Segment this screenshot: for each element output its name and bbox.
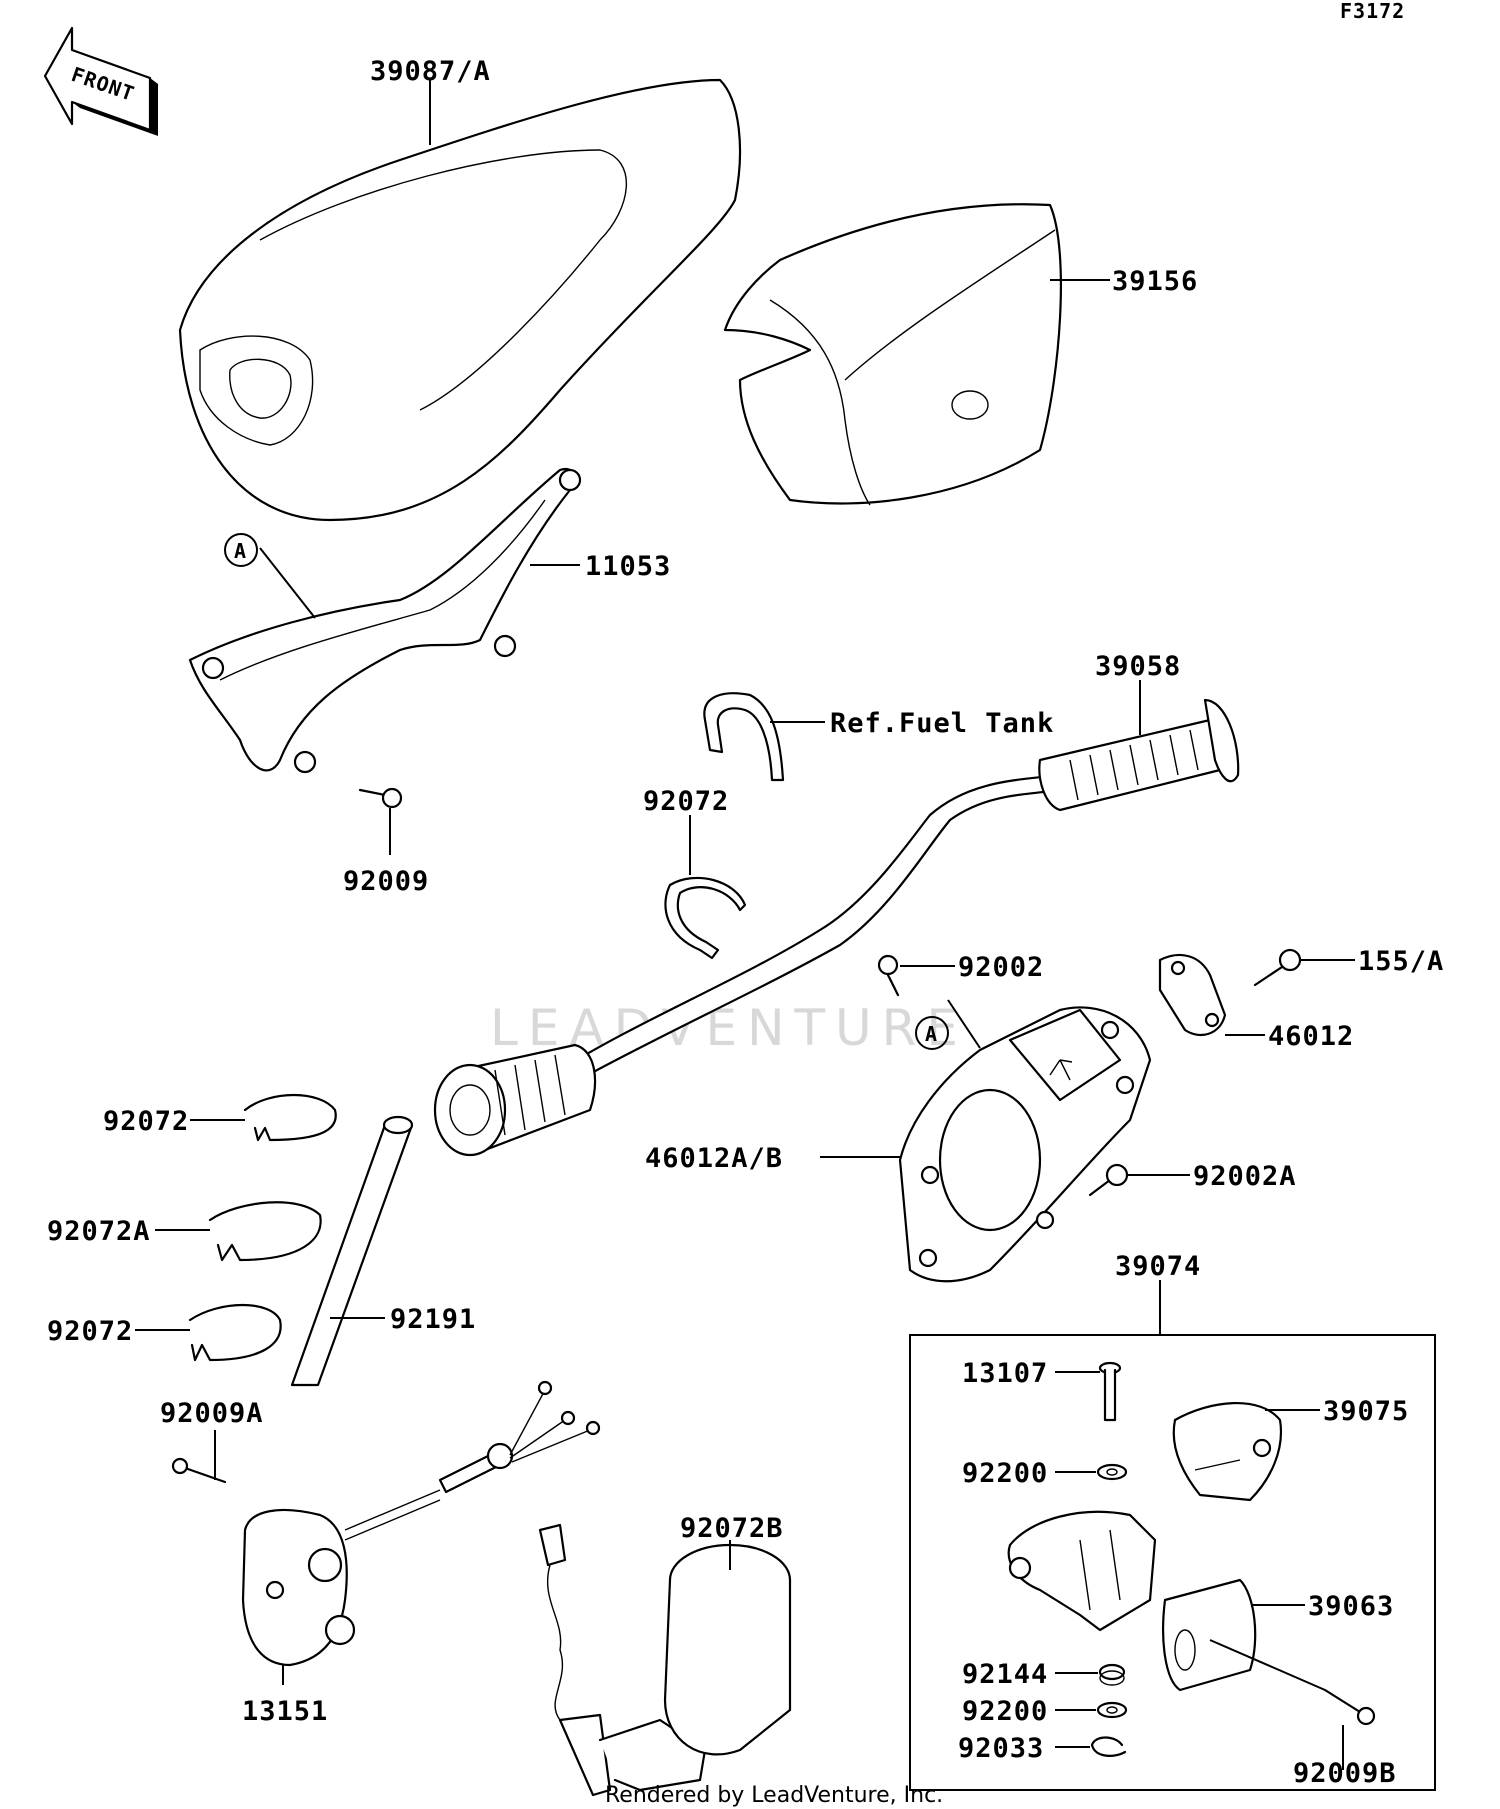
clamp-46012[interactable] bbox=[1158, 953, 1227, 1037]
label-39063[interactable]: 39063 bbox=[1308, 1591, 1394, 1622]
washer-92200-top[interactable] bbox=[1096, 1463, 1128, 1481]
pin-13107[interactable] bbox=[1098, 1361, 1122, 1422]
handlebar-39058[interactable] bbox=[433, 698, 1240, 1157]
circlip-92033[interactable] bbox=[1090, 1736, 1127, 1757]
label-13151[interactable]: 13151 bbox=[242, 1696, 328, 1727]
switch-13151[interactable] bbox=[241, 1380, 601, 1667]
label-39058[interactable]: 39058 bbox=[1095, 651, 1181, 682]
label-92009A[interactable]: 92009A bbox=[160, 1398, 264, 1429]
band-92072-left1[interactable] bbox=[243, 1094, 337, 1142]
assembly-box-39074 bbox=[909, 1280, 1436, 1791]
washer-92200-bottom[interactable] bbox=[1096, 1701, 1128, 1719]
band-92072-left2[interactable] bbox=[188, 1304, 282, 1362]
label-92072A[interactable]: 92072A bbox=[47, 1216, 151, 1247]
bolt-92002[interactable] bbox=[877, 954, 900, 997]
label-92072-left2[interactable]: 92072 bbox=[47, 1316, 133, 1347]
label-92200-bottom[interactable]: 92200 bbox=[962, 1696, 1048, 1727]
label-92072-top[interactable]: 92072 bbox=[643, 786, 729, 817]
label-92191[interactable]: 92191 bbox=[390, 1304, 476, 1335]
ref-fuel-tank-note: Ref.Fuel Tank bbox=[830, 708, 1054, 739]
ref-fuel-hose bbox=[703, 692, 785, 782]
label-11053[interactable]: 11053 bbox=[585, 551, 671, 582]
cover-39156[interactable] bbox=[723, 203, 1062, 506]
label-39087A[interactable]: 39087/A bbox=[370, 56, 491, 87]
bolt-92002A[interactable] bbox=[1088, 1163, 1129, 1197]
label-92009B[interactable]: 92009B bbox=[1293, 1758, 1397, 1789]
label-92009[interactable]: 92009 bbox=[343, 866, 429, 897]
band-92072-top[interactable] bbox=[664, 876, 747, 960]
seat-39087A[interactable] bbox=[178, 78, 742, 522]
label-92033[interactable]: 92033 bbox=[958, 1733, 1044, 1764]
label-46012[interactable]: 46012 bbox=[1268, 1021, 1354, 1052]
callout-A-top: A bbox=[234, 539, 247, 563]
callout-A-right: A bbox=[925, 1022, 938, 1046]
cover-39063[interactable] bbox=[1162, 1578, 1257, 1692]
label-92002A[interactable]: 92002A bbox=[1193, 1161, 1297, 1192]
footer-credit: Rendered by LeadVenture, Inc. bbox=[605, 1783, 943, 1808]
label-46012AB[interactable]: 46012A/B bbox=[645, 1143, 783, 1174]
label-92072-left1[interactable]: 92072 bbox=[103, 1106, 189, 1137]
lanyard-92072B[interactable] bbox=[538, 1523, 792, 1797]
bolt-92009A[interactable] bbox=[171, 1457, 227, 1484]
lever-39075[interactable] bbox=[1172, 1402, 1283, 1502]
label-92072B[interactable]: 92072B bbox=[680, 1513, 784, 1544]
label-92144[interactable]: 92144 bbox=[962, 1659, 1048, 1690]
label-155A[interactable]: 155/A bbox=[1358, 946, 1444, 977]
front-arrow-icon: FRONT bbox=[43, 26, 158, 136]
label-39156[interactable]: 39156 bbox=[1112, 266, 1198, 297]
label-92002[interactable]: 92002 bbox=[958, 952, 1044, 983]
bolt-92009[interactable] bbox=[358, 787, 403, 809]
tube-92191[interactable] bbox=[290, 1115, 414, 1387]
spring-92144[interactable] bbox=[1098, 1663, 1126, 1686]
screw-92009B[interactable] bbox=[1323, 1688, 1376, 1726]
diagram-code: F3172 bbox=[1340, 0, 1405, 23]
label-39075[interactable]: 39075 bbox=[1323, 1396, 1409, 1427]
band-92072A[interactable] bbox=[208, 1201, 322, 1262]
label-92200-top[interactable]: 92200 bbox=[962, 1458, 1048, 1489]
bracket-11053[interactable] bbox=[188, 467, 582, 774]
label-39074[interactable]: 39074 bbox=[1115, 1251, 1201, 1282]
holder-46012AB[interactable] bbox=[898, 1006, 1152, 1283]
bolt-155A[interactable] bbox=[1253, 948, 1302, 987]
housing-assembly[interactable] bbox=[1007, 1510, 1157, 1632]
label-13107[interactable]: 13107 bbox=[962, 1358, 1048, 1389]
